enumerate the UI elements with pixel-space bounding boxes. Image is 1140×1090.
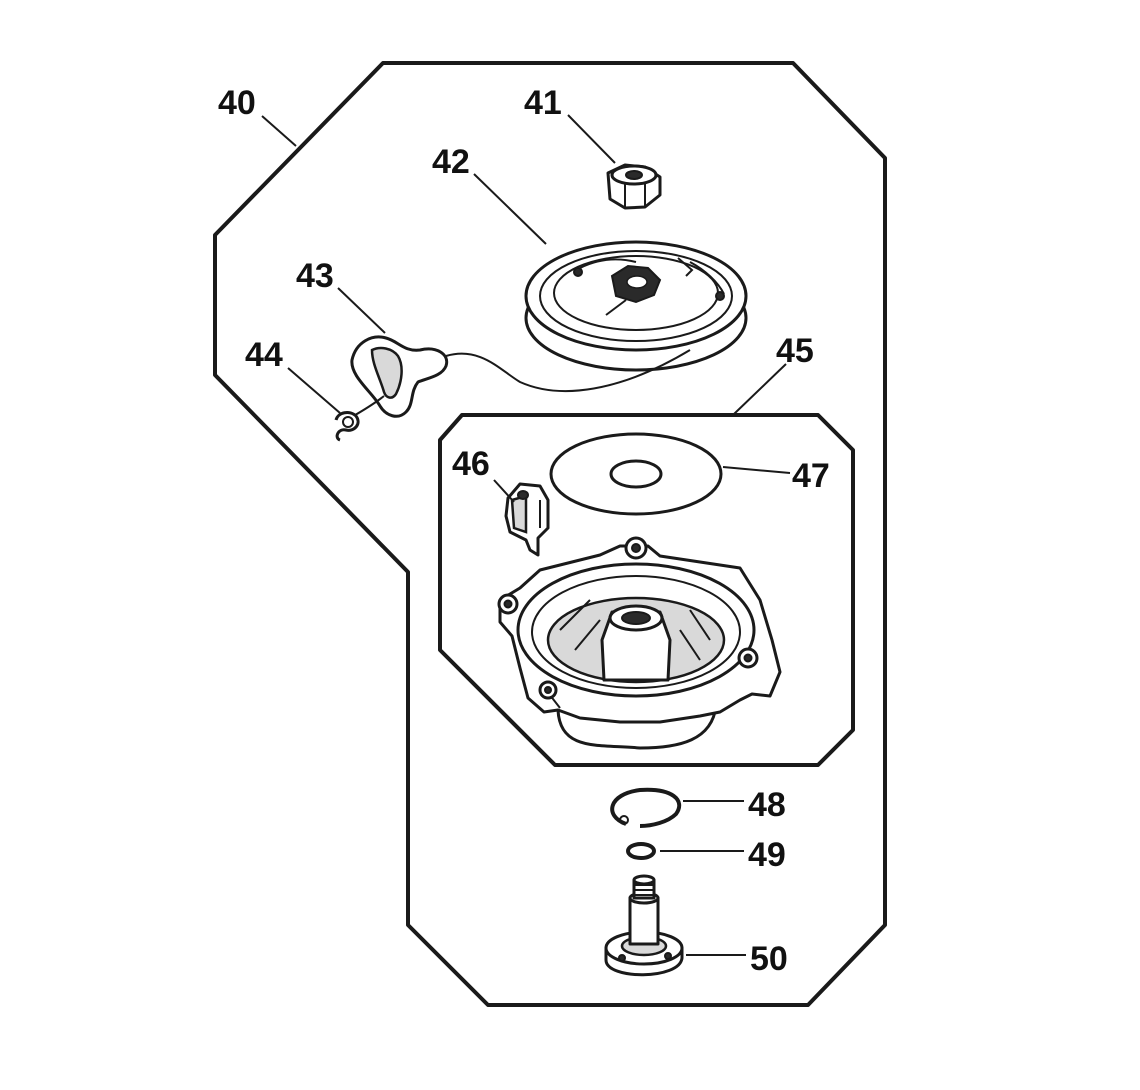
leader-42	[473, 173, 547, 245]
callout-50: 50	[750, 940, 788, 978]
callout-42: 42	[432, 143, 470, 181]
callout-46: 46	[452, 445, 490, 483]
pawl-part-46	[504, 482, 550, 557]
reel-part-42	[524, 240, 748, 372]
callout-43: 43	[296, 257, 334, 295]
callout-48: 48	[748, 786, 786, 824]
callout-47: 47	[792, 457, 830, 495]
washer-part-49	[626, 842, 656, 860]
leader-40	[261, 115, 297, 147]
leader-43	[337, 287, 386, 334]
leader-41	[567, 114, 616, 164]
shaft-part-50	[604, 874, 684, 977]
callout-40: 40	[218, 84, 256, 122]
circlip-part-48	[610, 787, 682, 828]
callout-49: 49	[748, 836, 786, 874]
callout-41: 41	[524, 84, 562, 122]
handle-part-43	[350, 335, 691, 418]
assembly-45-outline	[438, 413, 855, 767]
assembly-40-outline	[213, 61, 887, 1007]
rope-knot-part-44	[334, 395, 385, 442]
callout-44: 44	[245, 336, 283, 374]
leader-46	[493, 479, 515, 503]
callout-45: 45	[776, 332, 814, 370]
disc-part-47	[549, 432, 723, 516]
leader-45	[733, 363, 787, 415]
starter-housing	[497, 536, 782, 750]
leader-44	[287, 367, 341, 414]
leader-47	[722, 466, 791, 474]
nut-part-41	[606, 163, 662, 210]
